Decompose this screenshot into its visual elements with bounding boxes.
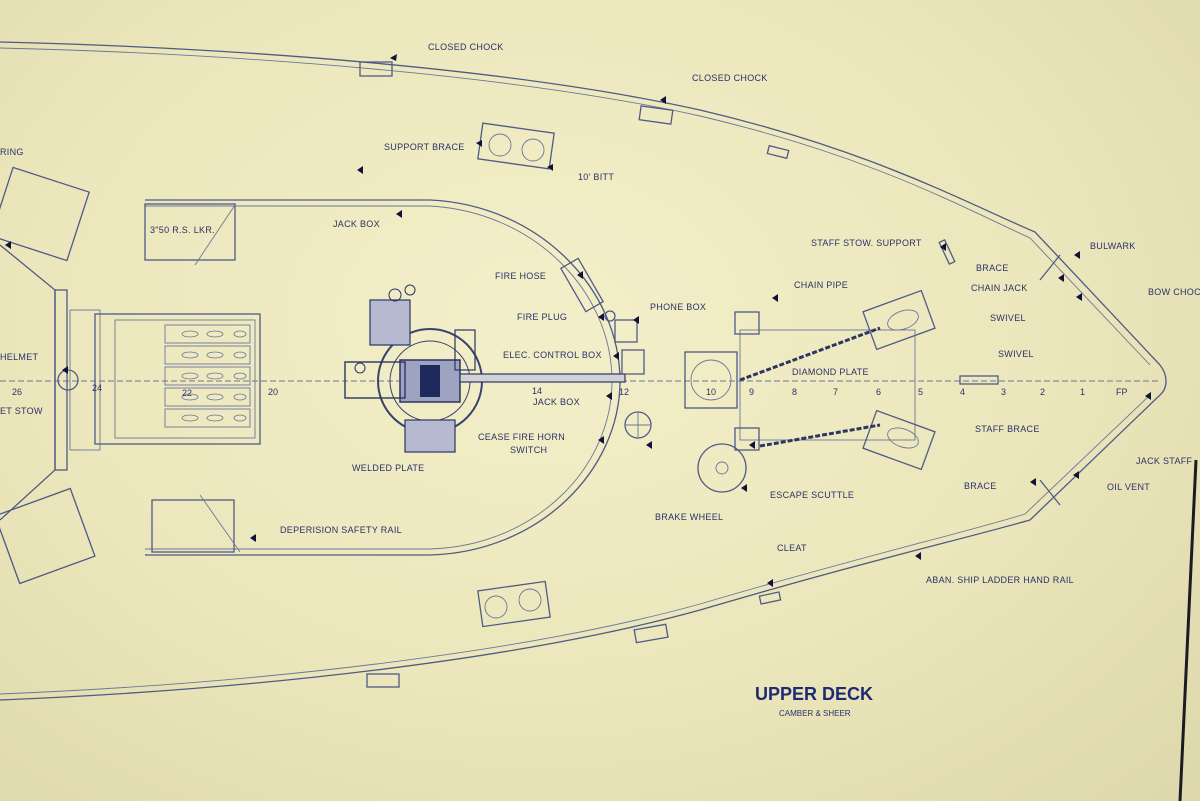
label-closed-chock-2: CLOSED CHOCK	[692, 73, 768, 83]
frame-9: 9	[749, 387, 754, 397]
label-bitt: 10' BITT	[578, 172, 614, 182]
label-brace-2: BRACE	[964, 481, 997, 491]
ready-service-locker	[144, 203, 236, 261]
deckhouse	[0, 166, 101, 585]
elec-control-box	[621, 349, 645, 375]
frame-6: 6	[876, 387, 881, 397]
frame-1: 1	[1080, 387, 1085, 397]
label-staff-stow-support: STAFF STOW. SUPPORT	[811, 238, 922, 248]
label-jack-box-1: JACK BOX	[333, 219, 380, 229]
label-support-brace: SUPPORT BRACE	[384, 142, 465, 152]
staff-stow-support	[938, 238, 956, 266]
label-fire-hose: FIRE HOSE	[495, 271, 546, 281]
frame-14: 14	[532, 386, 542, 396]
frame-8: 8	[792, 387, 797, 397]
label-closed-chock-1: CLOSED CHOCK	[428, 42, 504, 52]
diamond-plate	[739, 329, 916, 441]
label-helmet-stow: ET STOW	[0, 406, 43, 416]
closed-chock-3	[633, 623, 669, 644]
label-brake-wheel: BRAKE WHEEL	[655, 512, 723, 522]
label-chain-pipe: CHAIN PIPE	[794, 280, 848, 290]
label-chain-jack: CHAIN JACK	[971, 283, 1028, 293]
frame-12: 12	[619, 387, 629, 397]
gun-mount	[344, 284, 626, 453]
drawing-title: UPPER DECK	[755, 684, 873, 704]
frame-fp: FP	[1116, 387, 1128, 397]
sheet-edge	[1178, 459, 1198, 801]
label-welded-plate: WELDED PLATE	[352, 463, 424, 473]
frame-10: 10	[706, 387, 716, 397]
phone-box	[614, 319, 638, 343]
bitt-starboard	[477, 580, 551, 628]
label-elec-control-box: ELEC. CONTROL BOX	[503, 350, 602, 360]
escape-scuttle	[697, 443, 747, 493]
label-bulwark: BULWARK	[1090, 241, 1136, 251]
callout-arrows	[5, 54, 1151, 587]
depression-rail-box	[151, 499, 235, 553]
label-depression-rail: DEPERISION SAFETY RAIL	[280, 525, 402, 535]
hull-outline	[0, 41, 1167, 701]
label-phone-box: PHONE BOX	[650, 302, 706, 312]
label-cease-fire-horn: CEASE FIRE HORN	[478, 432, 565, 442]
label-staff-brace: STAFF BRACE	[975, 424, 1040, 434]
drawing-subtitle: CAMBER & SHEER	[779, 709, 851, 718]
label-aban-ship: ABAN. SHIP LADDER HAND RAIL	[926, 575, 1074, 585]
label-brace-1: BRACE	[976, 263, 1009, 273]
label-jack-staff: JACK STAFF	[1136, 456, 1193, 466]
label-switch: SWITCH	[510, 445, 547, 455]
label-rs-locker: 3"50 R.S. LKR.	[150, 225, 215, 235]
frame-22: 22	[182, 388, 192, 398]
frame-26: 26	[12, 387, 22, 397]
callout-labels: CLOSED CHOCK CLOSED CHOCK SUPPORT BRACE …	[0, 42, 1200, 585]
label-jack-box-2: JACK BOX	[533, 397, 580, 407]
swivel-fitting	[959, 375, 999, 385]
label-diamond-plate: DIAMOND PLATE	[792, 367, 869, 377]
frame-numbers: 26 24 22 20 14 12 10 9 8 7 6 5 4 3 2 1 F…	[12, 383, 1128, 398]
frame-3: 3	[1001, 387, 1006, 397]
frame-24: 24	[92, 383, 102, 393]
label-escape-scuttle: ESCAPE SCUTTLE	[770, 490, 854, 500]
frame-20: 20	[268, 387, 278, 397]
anchor-gear	[734, 289, 936, 471]
frame-2: 2	[1040, 387, 1045, 397]
closed-chock-4	[366, 673, 400, 688]
label-swivel-1: SWIVEL	[990, 313, 1026, 323]
frame-7: 7	[833, 387, 838, 397]
label-swivel-2: SWIVEL	[998, 349, 1034, 359]
cleat	[758, 591, 782, 605]
label-ring: RING	[0, 147, 24, 157]
deck-hatch	[684, 351, 738, 409]
closed-chock-2	[638, 105, 674, 125]
label-cleat: CLEAT	[777, 543, 807, 553]
fire-plug	[604, 310, 616, 322]
bulwark-brace	[1039, 254, 1061, 281]
ammo-racks	[94, 313, 261, 445]
label-bow-chock: BOW CHOCK	[1148, 287, 1200, 297]
label-oil-vent: OIL VENT	[1107, 482, 1150, 492]
frame-5: 5	[918, 387, 923, 397]
label-fire-plug: FIRE PLUG	[517, 312, 567, 322]
bitt-port	[477, 122, 555, 170]
label-helmet: HELMET	[0, 352, 39, 362]
brake-wheel	[624, 411, 652, 439]
closed-chock-1	[359, 61, 393, 77]
fire-hose-reel	[559, 257, 605, 313]
frame-4: 4	[960, 387, 965, 397]
